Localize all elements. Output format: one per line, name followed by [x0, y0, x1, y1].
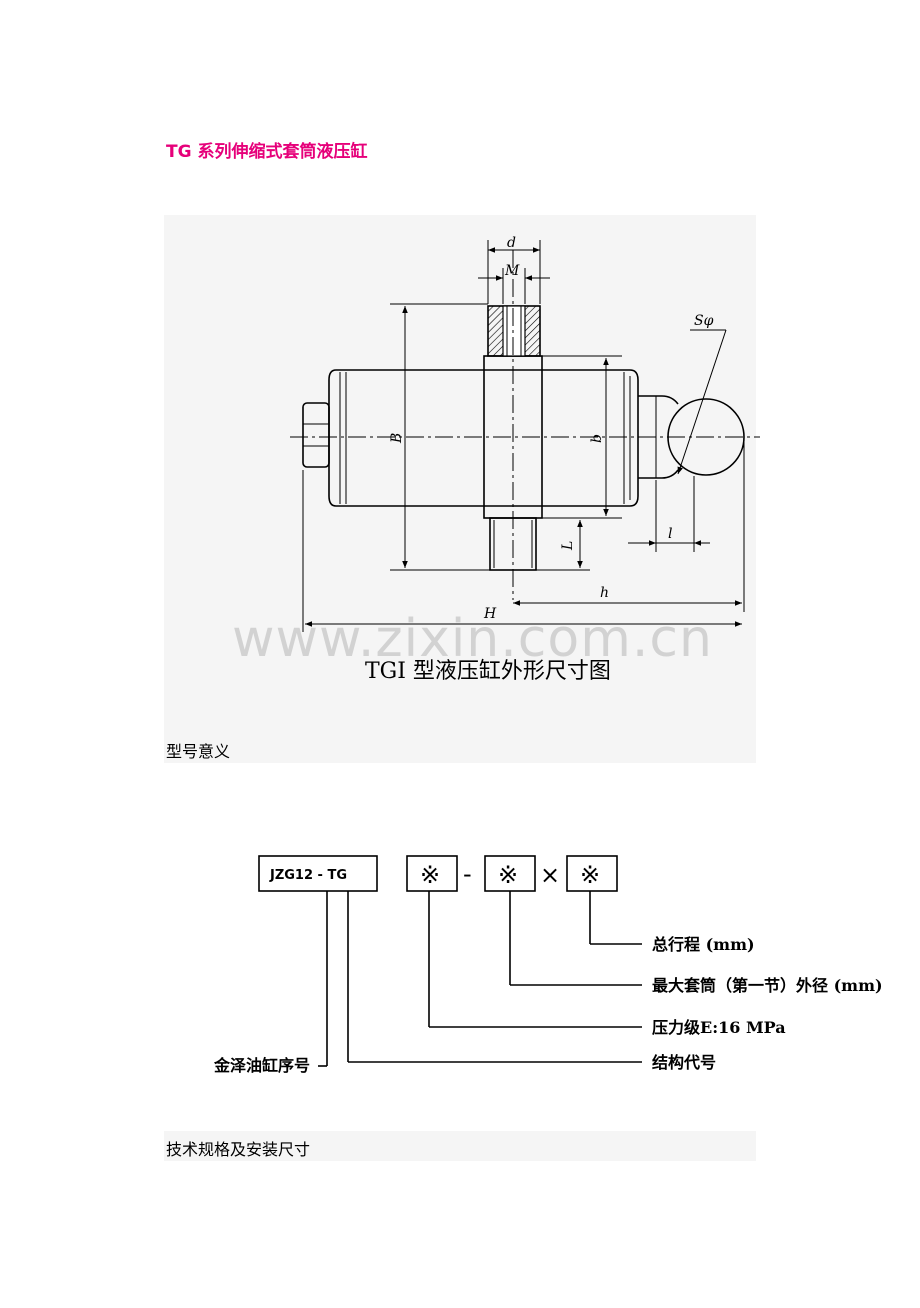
desc-structure: 结构代号 — [651, 1053, 716, 1072]
model-code-diagram — [258, 855, 642, 1067]
dimension-lines — [302, 240, 745, 632]
desc-serial: 金泽油缸序号 — [213, 1056, 310, 1075]
dim-l-lower-label: l — [668, 526, 672, 542]
mark-stroke: ※ — [580, 861, 600, 889]
dim-m-label: M — [504, 263, 520, 279]
dim-b-upper-label: B — [389, 433, 405, 444]
watermark: www.zixin.com.cn — [232, 609, 713, 669]
center-lines — [290, 250, 760, 600]
times-separator: × — [540, 861, 560, 889]
left-nut — [302, 402, 330, 468]
mark-diameter: ※ — [498, 861, 518, 889]
figure-panel — [164, 215, 756, 763]
desc-pressure: 压力级E:16 MPa — [652, 1018, 786, 1037]
dim-b-lower-label: b — [589, 434, 605, 443]
figure-caption: TGI 型液压缸外形尺寸图 — [365, 659, 611, 684]
spec-panel — [164, 1131, 756, 1161]
desc-stroke: 总行程 (mm) — [652, 935, 755, 954]
section-tech-spec: 技术规格及安装尺寸 — [166, 1140, 311, 1159]
dim-h-upper-label: H — [483, 606, 497, 622]
dim-d-label: d — [507, 235, 516, 251]
dash-separator: - — [463, 860, 472, 888]
dim-h-lower-label: h — [600, 585, 609, 601]
model-prefix: JZG12 - TG — [269, 868, 347, 883]
dim-l-upper-label: L — [560, 541, 576, 551]
section-model-meaning: 型号意义 — [166, 742, 231, 761]
cylinder-body — [328, 369, 639, 507]
desc-diameter: 最大套筒（第一节）外径 (mm) — [652, 976, 883, 995]
mark-pressure: ※ — [420, 861, 440, 889]
dim-s-label: Sφ — [694, 313, 714, 329]
top-port — [487, 305, 541, 357]
page-title: TG 系列伸缩式套筒液压缸 — [166, 142, 368, 162]
